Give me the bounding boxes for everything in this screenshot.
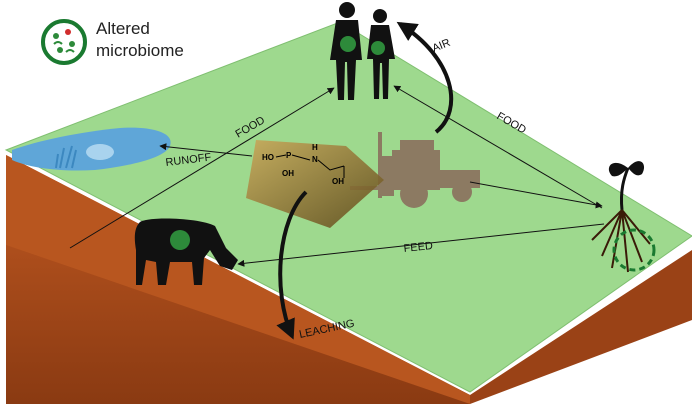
microbiome-icon — [41, 19, 87, 65]
legend-line-1: Altered — [96, 19, 150, 38]
plant-with-roots-icon — [591, 161, 656, 273]
molecule-oh-right: OH — [332, 177, 344, 186]
arrow-leaching-to-soil — [276, 190, 308, 340]
arrow-food-to-people-right — [393, 85, 603, 209]
people-silhouette-icon — [330, 2, 395, 100]
molecule-n: N — [312, 155, 318, 164]
label-runoff: RUNOFF — [165, 151, 212, 169]
arrow-food-to-people-left — [69, 87, 335, 249]
arrow-feed-to-cow — [237, 223, 605, 267]
molecule-oh-bottom: OH — [282, 169, 294, 178]
molecule-h: H — [312, 143, 318, 152]
glyphosate-molecule: HO P OH H N OH — [246, 140, 384, 228]
label-air: AIR — [431, 37, 453, 55]
soil-right-face — [470, 250, 692, 404]
molecule-ho-left: HO — [262, 153, 274, 162]
molecule-p: P — [286, 151, 292, 160]
legend-altered-microbiome: Altered microbiome — [40, 18, 220, 68]
legend-line-2: microbiome — [96, 41, 184, 60]
arrow-runoff-to-pond — [159, 143, 253, 157]
legend-label: Altered microbiome — [96, 18, 184, 62]
tractor-sprayer-icon — [350, 132, 480, 208]
soil-left-block — [6, 155, 470, 404]
arrow-air-to-people — [396, 21, 454, 134]
arrow-tractor-to-plant — [469, 181, 603, 209]
cow-silhouette-icon — [134, 218, 238, 285]
water-pond-icon — [12, 127, 171, 171]
label-feed: FEED — [403, 240, 433, 255]
